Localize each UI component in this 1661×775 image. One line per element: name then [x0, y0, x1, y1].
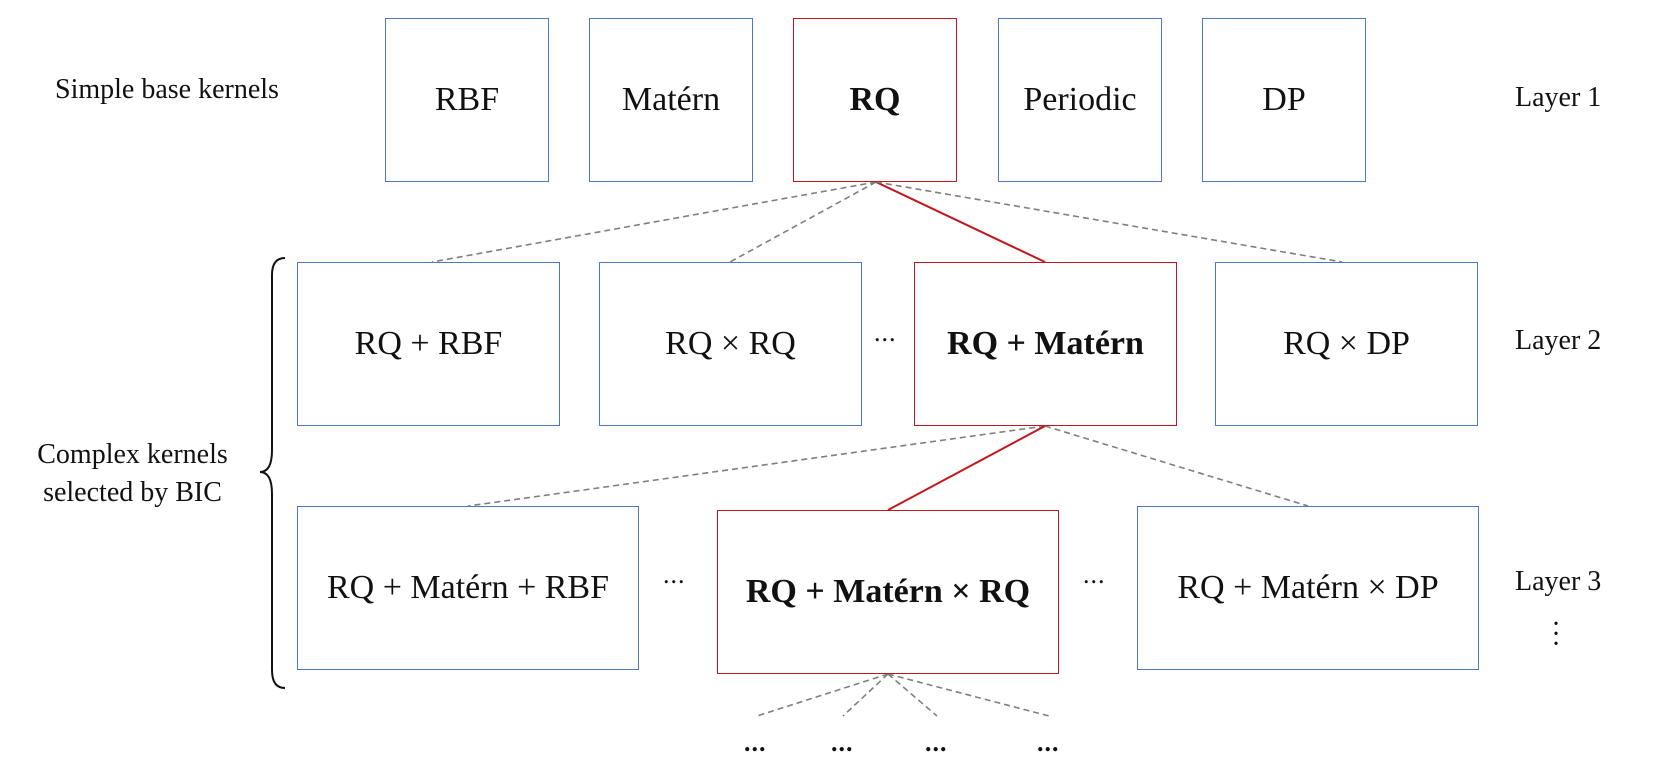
- candidate-connector-line: [1044, 425, 1309, 507]
- kernel-label: RQ × RQ: [665, 325, 796, 362]
- kernel-label: DP: [1262, 81, 1306, 118]
- complex-kernels-line2: selected by BIC: [43, 477, 222, 508]
- continuation-ellipsis-3: ...: [925, 728, 948, 757]
- kernel-box-rq-plus-matern-times-rq-selected: RQ + Matérn × RQ: [717, 510, 1059, 674]
- kernel-label: RQ: [849, 81, 901, 118]
- layer-3-ellipsis-right: ...: [1083, 560, 1106, 589]
- left-brace: [259, 257, 286, 689]
- continuation-ellipsis-1: ...: [744, 728, 767, 757]
- continuation-ellipsis-2: ...: [831, 728, 854, 757]
- kernel-label: RQ + Matérn × RQ: [745, 573, 1031, 610]
- kernel-label: Matérn: [621, 81, 721, 118]
- simple-base-kernels-label: Simple base kernels: [55, 74, 279, 105]
- kernel-label: RQ + Matérn: [947, 325, 1144, 362]
- layer-3-ellipsis-left: ...: [663, 560, 686, 589]
- kernel-label: Periodic: [1023, 81, 1137, 118]
- complex-kernels-line1: Complex kernels: [37, 439, 228, 470]
- kernel-label: RQ + RBF: [354, 325, 503, 362]
- layer-1-label: Layer 1: [1515, 82, 1602, 113]
- kernel-label: RQ + Matérn × DP: [1177, 569, 1439, 606]
- kernel-box-matern: Matérn: [589, 18, 753, 182]
- kernel-box-dp: DP: [1202, 18, 1366, 182]
- selected-connector-line: [875, 181, 1046, 263]
- kernel-box-rq-plus-rbf: RQ + RBF: [297, 262, 560, 426]
- kernel-box-periodic: Periodic: [998, 18, 1162, 182]
- kernel-box-rbf: RBF: [385, 18, 549, 182]
- candidate-connector-line: [467, 425, 1046, 507]
- selected-connector-line: [887, 425, 1046, 511]
- kernel-box-rq-plus-matern-times-dp: RQ + Matérn × DP: [1137, 506, 1479, 670]
- kernel-box-rq-plus-matern-plus-rbf: RQ + Matérn + RBF: [297, 506, 639, 670]
- candidate-connector-line: [729, 181, 877, 263]
- candidate-connector-line: [756, 673, 889, 717]
- candidate-connector-line: [842, 673, 889, 717]
- kernel-box-rq-selected: RQ: [793, 18, 957, 182]
- candidate-connector-line: [887, 673, 1050, 717]
- kernel-label: RBF: [434, 81, 500, 118]
- complex-kernels-label: Complex kernels selected by BIC: [20, 436, 245, 512]
- kernel-box-rq-times-dp: RQ × DP: [1215, 262, 1478, 426]
- layer-more-vertical-ellipsis: ···: [1551, 609, 1561, 660]
- candidate-connector-line: [431, 181, 877, 263]
- candidate-connector-line: [875, 181, 1343, 263]
- continuation-ellipsis-4: ...: [1037, 728, 1060, 757]
- candidate-connector-line: [887, 673, 938, 717]
- kernel-box-rq-plus-matern-selected: RQ + Matérn: [914, 262, 1177, 426]
- kernel-box-rq-times-rq: RQ × RQ: [599, 262, 862, 426]
- layer-2-ellipsis: ...: [874, 318, 897, 347]
- layer-3-label: Layer 3: [1515, 566, 1602, 597]
- kernel-label: RQ × DP: [1283, 325, 1410, 362]
- kernel-label: RQ + Matérn + RBF: [326, 569, 610, 606]
- layer-2-label: Layer 2: [1515, 325, 1602, 356]
